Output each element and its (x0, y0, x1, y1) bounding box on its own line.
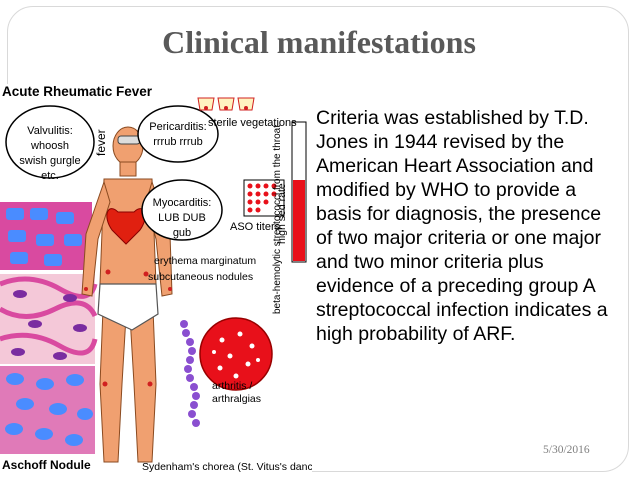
sterile-vegetations-icon (197, 97, 255, 111)
sed-rate-tube-icon (291, 121, 307, 263)
tissue-block-icon (0, 202, 92, 270)
myocarditis-label: Myocarditis: LUB DUB gub (150, 196, 214, 241)
valvulitis-sound: whoosh swish gurgle etc. (19, 140, 81, 182)
patient-figure-icon (81, 126, 173, 463)
pericarditis-title: Pericarditis: (149, 121, 207, 133)
myocarditis-sound: LUB DUB gub (158, 212, 206, 239)
slide-title: Clinical manifestations (162, 24, 476, 60)
aso-titers-icon (243, 179, 285, 217)
subcutaneous-label: subcutaneous nodules (148, 271, 254, 283)
aschoff-label: Aschoff Nodule (2, 458, 91, 472)
illustration-graphics (0, 97, 307, 463)
valvulitis-title: Valvulitis: (27, 125, 73, 137)
tissue-cells-icon (0, 274, 98, 364)
pericarditis-label: Pericarditis: rrrub rrrub (146, 120, 210, 150)
myocarditis-title: Myocarditis: (152, 197, 212, 209)
erythema-label: erythema marginatum (154, 255, 257, 267)
criteria-paragraph: Criteria was established by T.D. Jones i… (316, 107, 608, 345)
nodule-spots-icon (84, 269, 172, 387)
pericarditis-sound: rrrub rrrub (153, 136, 203, 148)
pericarditis-bubble (137, 105, 219, 163)
streptococci-chain-icon (180, 320, 200, 427)
blood-agar-plate-icon (199, 317, 273, 391)
myocarditis-bubble (141, 179, 223, 241)
aschoff-nodule-icon (0, 366, 95, 454)
thermometer-icon (117, 135, 141, 145)
fever-label: fever (94, 129, 108, 156)
beta-hemolytic-label: beta-hemolytic streptococci from the thr… (272, 125, 283, 314)
underwear-icon (97, 283, 159, 331)
valvulitis-bubble (5, 105, 95, 179)
arthritis-label: arthritis / arthralgias (212, 380, 262, 405)
heart-icon (106, 208, 146, 245)
aso-titers-label: ASO titers (230, 221, 281, 233)
slide-date: 5/30/2016 (543, 444, 590, 456)
illustration-heading: Acute Rheumatic Fever (2, 84, 153, 99)
rheumatic-fever-illustration: Acute Rheumatic Fever Valvulitis: whoosh… (0, 84, 312, 479)
sydenham-label: Sydenham's chorea (St. Vitus's dance) (142, 461, 312, 473)
valvulitis-label: Valvulitis: whoosh swish gurgle etc. (18, 124, 82, 184)
sterile-vegetations-label: sterile vegetations (208, 117, 297, 129)
